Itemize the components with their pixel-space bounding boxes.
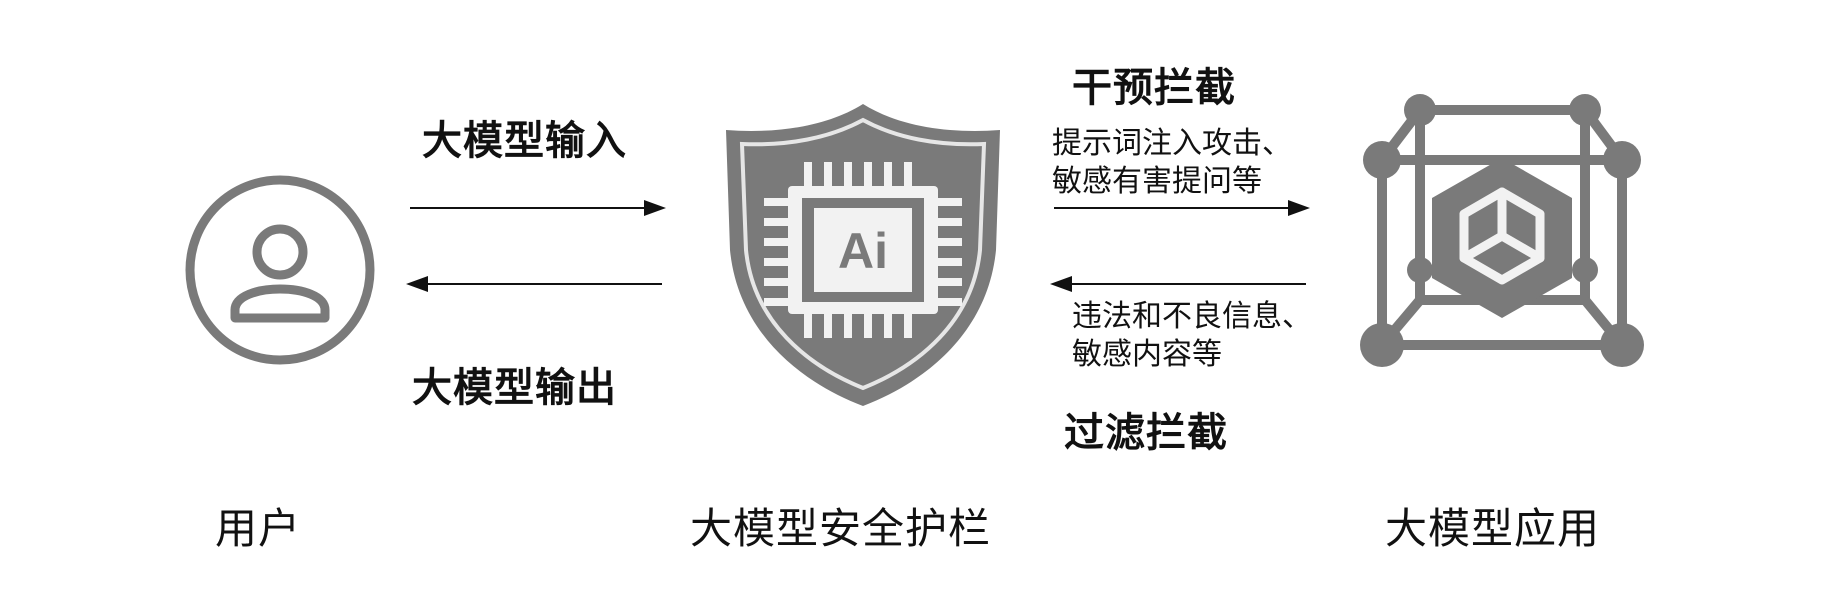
guardrail-label: 大模型安全护栏 (690, 504, 992, 553)
output-label: 大模型输出 (412, 364, 617, 411)
filter-title: 过滤拦截 (1064, 409, 1228, 456)
user-icon (185, 175, 375, 365)
intercept-title: 干预拦截 (1072, 64, 1236, 111)
filter-detail-line1: 违法和不良信息、 (1072, 299, 1312, 334)
model-cube-icon (1360, 94, 1644, 367)
ai-shield-icon: Ai (726, 104, 1000, 406)
intercept-arrow (1054, 200, 1310, 216)
filter-detail-line2: 敏感内容等 (1072, 337, 1222, 372)
input-label: 大模型输入 (422, 117, 627, 164)
chip-text: Ai (838, 223, 888, 279)
output-arrow (406, 276, 662, 292)
input-arrow (410, 200, 666, 216)
intercept-detail-line1: 提示词注入攻击、 (1052, 126, 1292, 161)
intercept-detail-line2: 敏感有害提问等 (1052, 164, 1262, 199)
user-label: 用户 (215, 504, 302, 553)
application-label: 大模型应用 (1385, 504, 1601, 553)
filter-arrow (1050, 276, 1306, 292)
